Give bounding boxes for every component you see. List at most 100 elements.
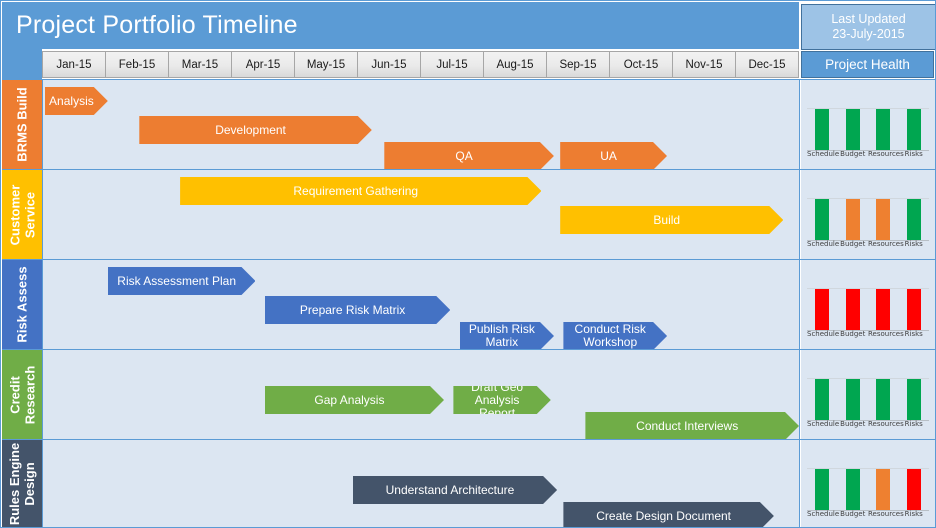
task-bar-label: QA — [455, 148, 473, 163]
health-label-resources: Resources — [868, 330, 904, 338]
health-status-green — [906, 109, 921, 150]
task-bar-development[interactable]: Development — [139, 116, 372, 144]
page-title: Project Portfolio Timeline — [16, 11, 298, 39]
health-status-green — [906, 199, 921, 240]
month-cell-apr-15[interactable]: Apr-15 — [231, 51, 294, 78]
month-cell-jul-15[interactable]: Jul-15 — [420, 51, 483, 78]
health-bars — [807, 198, 929, 241]
health-status-red — [906, 289, 921, 330]
health-bar-risks — [899, 289, 930, 330]
month-cell-nov-15[interactable]: Nov-15 — [672, 51, 735, 78]
health-bars — [807, 108, 929, 151]
health-status-green — [845, 379, 860, 420]
task-bar-draft-geo-analysis-report[interactable]: Draft Geo Analysis Report — [453, 386, 550, 414]
health-label-schedule: Schedule — [807, 420, 840, 428]
task-bar-label: UA — [600, 148, 617, 163]
month-cell-aug-15[interactable]: Aug-15 — [483, 51, 546, 78]
health-label-risks: Risks — [904, 330, 923, 338]
header-corner-cell — [2, 49, 42, 79]
row-category-label: BRMS Build — [14, 87, 30, 162]
health-bar-schedule — [807, 109, 838, 150]
health-bars — [807, 468, 929, 511]
last-updated-value: 23-July-2015 — [832, 27, 905, 41]
row-category-brms-build[interactable]: BRMS Build — [2, 80, 42, 169]
health-label-resources: Resources — [868, 510, 904, 518]
task-bar-label: Build — [653, 212, 681, 227]
task-bar-create-design-document[interactable]: Create Design Document — [563, 502, 774, 528]
health-bar-schedule — [807, 289, 838, 330]
health-bar-budget — [838, 469, 869, 510]
health-bar-schedule — [807, 199, 838, 240]
health-status-red — [845, 289, 860, 330]
month-cell-jun-15[interactable]: Jun-15 — [357, 51, 420, 78]
health-label-resources: Resources — [868, 420, 904, 428]
task-bar-build[interactable]: Build — [560, 206, 783, 234]
month-cell-jan-15[interactable]: Jan-15 — [42, 51, 105, 78]
health-label-resources: Resources — [868, 240, 904, 248]
health-label-risks: Risks — [904, 510, 923, 518]
month-cell-may-15[interactable]: May-15 — [294, 51, 357, 78]
row-category-risk-assess[interactable]: Risk Assess — [2, 260, 42, 349]
health-bar-risks — [899, 199, 930, 240]
health-label-budget: Budget — [840, 150, 866, 158]
health-bars — [807, 288, 929, 331]
task-bar-label: Create Design Document — [596, 508, 731, 523]
task-bar-risk-assessment-plan[interactable]: Risk Assessment Plan — [108, 267, 256, 295]
health-status-amber — [876, 469, 891, 510]
task-bar-label: Publish Risk Matrix — [468, 322, 535, 349]
health-status-green — [906, 379, 921, 420]
health-bar-resources — [868, 289, 899, 330]
task-bar-publish-risk-matrix[interactable]: Publish Risk Matrix — [460, 322, 554, 350]
task-bar-label: Risk Assessment Plan — [117, 273, 236, 288]
task-bar-analysis[interactable]: Analysis — [45, 87, 108, 115]
task-bar-requirement-gathering[interactable]: Requirement Gathering — [180, 177, 541, 205]
health-bars — [807, 378, 929, 421]
month-cell-feb-15[interactable]: Feb-15 — [105, 51, 168, 78]
health-label-budget: Budget — [840, 420, 866, 428]
health-bar-schedule — [807, 469, 838, 510]
health-bar-schedule — [807, 379, 838, 420]
health-status-green — [815, 109, 830, 150]
month-cell-oct-15[interactable]: Oct-15 — [609, 51, 672, 78]
task-bar-qa[interactable]: QA — [384, 142, 554, 170]
task-bar-conduct-interviews[interactable]: Conduct Interviews — [585, 412, 799, 440]
health-label-budget: Budget — [840, 240, 866, 248]
health-label-schedule: Schedule — [807, 240, 840, 248]
task-bar-ua[interactable]: UA — [560, 142, 667, 170]
row-category-label: Risk Assess — [14, 266, 30, 343]
task-bar-gap-analysis[interactable]: Gap Analysis — [265, 386, 444, 414]
month-cell-mar-15[interactable]: Mar-15 — [168, 51, 231, 78]
health-bar-risks — [899, 469, 930, 510]
last-updated-badge: Last Updated 23-July-2015 — [801, 4, 935, 50]
month-cell-dec-15[interactable]: Dec-15 — [735, 51, 799, 78]
task-bar-prepare-risk-matrix[interactable]: Prepare Risk Matrix — [265, 296, 450, 324]
task-bar-conduct-risk-workshop[interactable]: Conduct Risk Workshop — [563, 322, 667, 350]
project-health-header: Project Health — [801, 51, 934, 78]
health-bar-budget — [838, 379, 869, 420]
month-cell-sep-15[interactable]: Sep-15 — [546, 51, 609, 78]
task-bar-understand-architecture[interactable]: Understand Architecture — [353, 476, 557, 504]
health-bar-budget — [838, 289, 869, 330]
